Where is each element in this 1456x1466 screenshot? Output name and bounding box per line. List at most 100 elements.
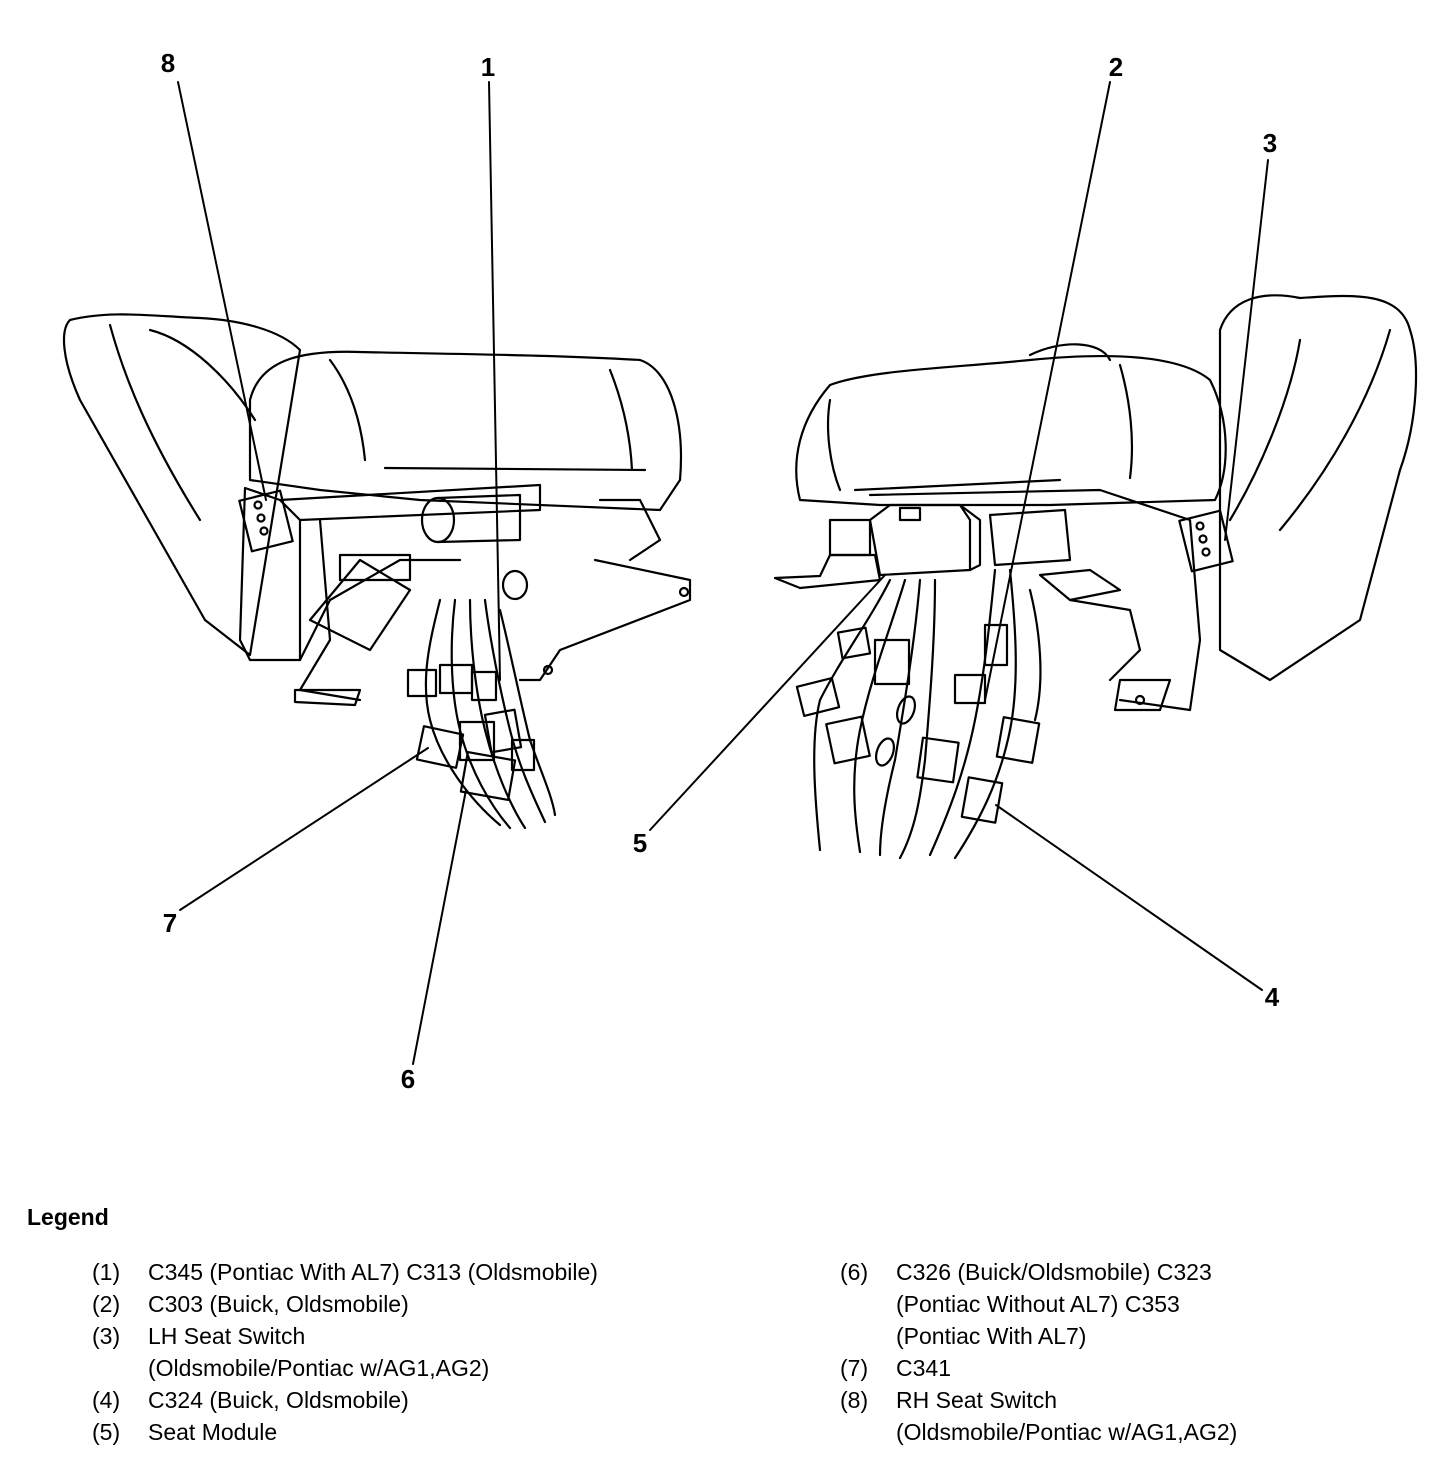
legend-text: RH Seat Switch(Oldsmobile/Pontiac w/AG1,…	[896, 1387, 1238, 1445]
connector	[483, 708, 523, 754]
left-seat-back-seam	[108, 323, 202, 522]
legend-item: (6) C326 (Buick/Oldsmobile) C323(Pontiac…	[840, 1256, 1440, 1352]
callout-1: 1	[481, 52, 495, 82]
right-bracket	[828, 518, 872, 557]
left-seat-frame-top	[278, 483, 542, 522]
right-harness	[795, 568, 1042, 860]
right-motor-base	[1038, 568, 1122, 602]
leader-4	[995, 804, 1263, 991]
legend-title: Legend	[27, 1204, 109, 1230]
right-seat-back	[1218, 294, 1418, 682]
seat-module	[868, 503, 972, 577]
right-rail-hook	[773, 553, 882, 590]
seat-wiring-diagram: 8 1 2 3 4 5 6 7	[62, 48, 1418, 1094]
legend-number: (6)	[840, 1259, 869, 1285]
legend-text: C324 (Buick, Oldsmobile)	[148, 1387, 409, 1413]
switch-button	[256, 513, 266, 523]
legend-text: LH Seat Switch(Oldsmobile/Pontiac w/AG1,…	[148, 1323, 490, 1381]
connector	[873, 638, 911, 686]
legend-text: C341	[896, 1355, 951, 1381]
legend-number: (7)	[840, 1355, 869, 1381]
right-seat-back-seam	[1278, 328, 1392, 532]
connector	[438, 663, 474, 695]
left-rail-hole-2	[542, 664, 554, 676]
left-seat-frame	[238, 486, 302, 662]
leader-lines	[177, 81, 1269, 1065]
right-front-bracket	[1113, 678, 1172, 712]
switch-button	[1195, 521, 1205, 531]
callout-6: 6	[401, 1064, 415, 1094]
right-seat-cushion	[795, 354, 1227, 507]
legend-number: (1)	[92, 1259, 121, 1285]
right-motor-body	[988, 508, 1072, 567]
legend-number: (2)	[92, 1291, 121, 1317]
left-cushion-edge	[383, 466, 647, 472]
right-cushion-edge	[853, 478, 1062, 492]
right-seat	[773, 294, 1418, 860]
legend-text: C345 (Pontiac With AL7) C313 (Oldsmobile…	[148, 1259, 598, 1285]
legend-item: (2) C303 (Buick, Oldsmobile)	[92, 1288, 752, 1320]
left-motor-end	[501, 569, 529, 601]
callout-8: 8	[161, 48, 175, 78]
connector	[953, 673, 987, 705]
right-rail	[1068, 598, 1142, 682]
connector	[995, 716, 1041, 764]
switch-button	[253, 500, 263, 510]
right-headrest-fold	[1028, 343, 1112, 362]
left-seat	[62, 313, 692, 830]
left-seat-cushion	[248, 350, 683, 512]
left-seat-track	[298, 518, 362, 702]
legend-number: (4)	[92, 1387, 121, 1413]
legend-item: (7) C341	[840, 1352, 1440, 1384]
legend-text: C303 (Buick, Oldsmobile)	[148, 1291, 409, 1317]
leader-7	[179, 747, 429, 911]
legend-item: (3) LH Seat Switch(Oldsmobile/Pontiac w/…	[92, 1320, 752, 1384]
connector	[825, 715, 871, 765]
right-seat-frame	[868, 488, 1202, 712]
right-cushion-seam	[826, 398, 842, 492]
callout-numbers: 8 1 2 3 4 5 6 7	[161, 48, 1280, 1094]
connector	[470, 670, 498, 702]
legend-number: (3)	[92, 1323, 121, 1349]
connector-c326	[459, 751, 517, 801]
connector	[836, 626, 872, 660]
left-motor-body	[436, 493, 522, 544]
leader-1	[488, 81, 501, 681]
leader-8	[177, 81, 267, 501]
switch-button	[259, 526, 269, 536]
left-cushion-seam	[328, 358, 367, 462]
left-rail-hook	[598, 498, 662, 562]
callout-4: 4	[1265, 982, 1280, 1012]
left-cushion-seam-2	[608, 368, 634, 472]
left-seat-back	[62, 313, 302, 657]
callout-3: 3	[1263, 128, 1277, 158]
right-seat-back-seam-2	[1228, 338, 1302, 522]
connector	[406, 668, 438, 698]
seat-module-tab	[898, 506, 922, 522]
connector	[458, 720, 496, 762]
leader-5	[649, 574, 886, 831]
rh-seat-switch	[238, 489, 294, 553]
left-harness	[406, 598, 557, 830]
inline-connector	[874, 737, 896, 767]
callout-7: 7	[163, 908, 177, 938]
legend-column-left: (1) C345 (Pontiac With AL7) C313 (Oldsmo…	[92, 1256, 752, 1448]
callout-2: 2	[1109, 52, 1123, 82]
leader-2	[984, 81, 1111, 701]
legend-text: C326 (Buick/Oldsmobile) C323(Pontiac Wit…	[896, 1259, 1212, 1349]
legend-number: (8)	[840, 1387, 869, 1413]
legend-text: Seat Module	[148, 1419, 278, 1445]
legend-item: (8) RH Seat Switch(Oldsmobile/Pontiac w/…	[840, 1384, 1440, 1448]
left-rail-arm	[518, 558, 692, 682]
connector-c324	[960, 776, 1004, 824]
connector-c303	[983, 623, 1009, 667]
inline-connector	[895, 695, 917, 725]
left-front-bracket	[293, 688, 362, 707]
right-cushion-seam-2	[1118, 363, 1134, 480]
legend-item: (4) C324 (Buick, Oldsmobile)	[92, 1384, 752, 1416]
legend-number: (5)	[92, 1419, 121, 1445]
connector	[795, 676, 841, 718]
leader-3	[1224, 159, 1269, 541]
right-rail-hole	[1134, 694, 1146, 706]
seat-module-side	[958, 503, 982, 572]
